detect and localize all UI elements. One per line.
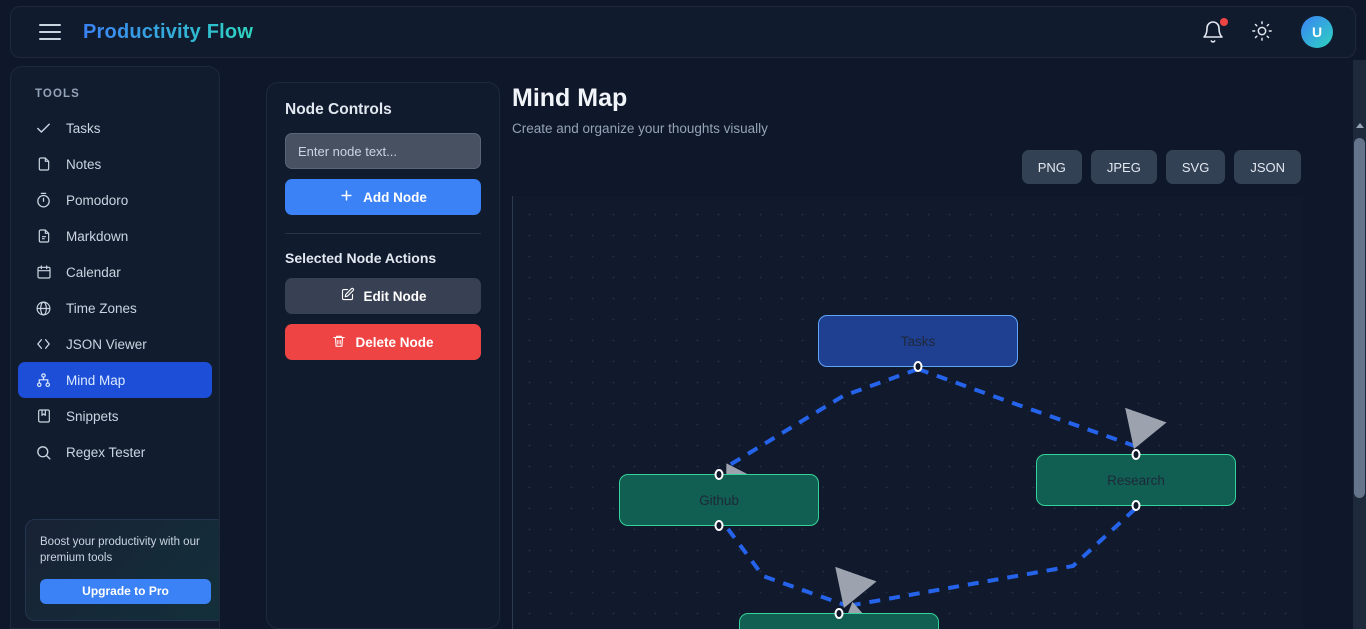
app-brand-title: Productivity Flow <box>83 20 254 43</box>
selected-node-actions-heading: Selected Node Actions <box>285 250 437 266</box>
node-handle-top[interactable] <box>1131 449 1141 460</box>
sidebar-item-label: Snippets <box>66 408 119 424</box>
mind-map-edges <box>726 367 1167 629</box>
bookmark-book-icon <box>35 408 52 425</box>
notification-badge <box>1220 18 1228 26</box>
scroll-up-arrow-icon[interactable] <box>1356 123 1364 128</box>
add-node-button[interactable]: Add Node <box>285 179 481 215</box>
node-handle-top[interactable] <box>714 469 724 480</box>
sidebar-item-label: JSON Viewer <box>66 336 147 352</box>
sidebar-item-label: Calendar <box>66 264 121 280</box>
bell-icon[interactable] <box>1201 18 1228 44</box>
magnifier-icon <box>35 444 52 461</box>
sidebar-section-title: TOOLS <box>35 88 80 100</box>
avatar[interactable]: U <box>1301 16 1333 48</box>
timer-icon <box>35 192 52 209</box>
edge-tasks-github <box>726 367 919 506</box>
top-bar-actions: U <box>1201 16 1333 48</box>
page-scrollbar-thumb[interactable] <box>1354 138 1365 498</box>
document-text-icon <box>35 228 52 245</box>
node-label: Github <box>699 492 739 508</box>
edit-node-button[interactable]: Edit Node <box>285 278 481 314</box>
sidebar-item-time-zones[interactable]: Time Zones <box>18 290 212 326</box>
node-handle-bottom[interactable] <box>714 520 724 531</box>
export-png-button[interactable]: PNG <box>1021 150 1082 184</box>
hamburger-icon[interactable] <box>39 24 61 40</box>
sidebar-item-label: Pomodoro <box>66 192 129 208</box>
code-brackets-icon <box>35 336 52 353</box>
page-scrollbar-track[interactable] <box>1353 60 1366 629</box>
delete-node-label: Delete Node <box>355 334 434 350</box>
sidebar-item-mind-map[interactable]: Mind Map <box>18 362 212 398</box>
sidebar-item-label: Time Zones <box>66 300 137 316</box>
edge-github-notes <box>726 527 877 609</box>
plus-icon <box>339 188 354 206</box>
node-label: Tasks <box>900 333 936 349</box>
edge-research-notes <box>837 507 1137 629</box>
main-content: Mind Map Create and organize your though… <box>512 66 1348 629</box>
export-jpeg-button[interactable]: JPEG <box>1090 150 1157 184</box>
file-icon <box>35 156 52 173</box>
export-json-button[interactable]: JSON <box>1234 150 1301 184</box>
calendar-icon <box>35 264 52 281</box>
trash-icon <box>332 334 346 351</box>
node-text-input[interactable] <box>285 133 481 169</box>
sidebar-item-calendar[interactable]: Calendar <box>18 254 212 290</box>
node-handle-top[interactable] <box>834 608 844 619</box>
sidebar-item-notes[interactable]: Notes <box>18 146 212 182</box>
edge-tasks-research <box>917 367 1167 450</box>
sidebar-item-json-viewer[interactable]: JSON Viewer <box>18 326 212 362</box>
mindmap-node-github[interactable]: Github <box>619 469 819 531</box>
node-controls-panel: Node Controls Add Node Selected Node Act… <box>266 82 500 629</box>
mind-map-canvas[interactable]: Tasks Github Research Notes <box>512 196 1303 629</box>
sidebar-item-label: Tasks <box>66 120 101 136</box>
mindmap-node-research[interactable]: Research <box>1036 449 1236 511</box>
node-handle-bottom[interactable] <box>913 361 923 372</box>
panel-divider <box>285 233 481 234</box>
top-bar: Productivity Flow U <box>10 6 1356 58</box>
hierarchy-icon <box>35 372 52 389</box>
pencil-square-icon <box>340 287 355 305</box>
sidebar-item-regex-tester[interactable]: Regex Tester <box>18 434 212 470</box>
sun-icon[interactable] <box>1251 20 1275 44</box>
check-icon <box>35 120 52 137</box>
sidebar: TOOLS Tasks Notes Pomodoro Markdown Cale… <box>10 66 220 629</box>
export-svg-button[interactable]: SVG <box>1165 150 1226 184</box>
sidebar-item-label: Notes <box>66 156 102 172</box>
export-button-group: PNG JPEG SVG JSON <box>512 150 1348 184</box>
mindmap-node-notes[interactable]: Notes <box>739 608 939 629</box>
node-controls-heading: Node Controls <box>285 101 392 118</box>
sidebar-item-label: Mind Map <box>66 372 126 388</box>
add-node-label: Add Node <box>363 189 427 205</box>
sidebar-item-tasks[interactable]: Tasks <box>18 110 212 146</box>
page-subtitle: Create and organize your thoughts visual… <box>512 121 768 136</box>
node-handle-bottom[interactable] <box>1131 500 1141 511</box>
sidebar-item-pomodoro[interactable]: Pomodoro <box>18 182 212 218</box>
globe-icon <box>35 300 52 317</box>
upgrade-to-pro-button[interactable]: Upgrade to Pro <box>40 579 211 604</box>
sidebar-item-label: Markdown <box>66 228 129 244</box>
edit-node-label: Edit Node <box>363 288 427 304</box>
sidebar-item-markdown[interactable]: Markdown <box>18 218 212 254</box>
sidebar-item-label: Regex Tester <box>66 444 146 460</box>
upgrade-promo-card: Boost your productivity with our premium… <box>25 518 219 621</box>
page-title: Mind Map <box>512 84 628 112</box>
delete-node-button[interactable]: Delete Node <box>285 324 481 360</box>
node-label: Research <box>1107 472 1165 488</box>
promo-text: Boost your productivity with our premium… <box>40 535 200 565</box>
sidebar-item-snippets[interactable]: Snippets <box>18 398 212 434</box>
mindmap-node-tasks[interactable]: Tasks <box>818 315 1018 372</box>
